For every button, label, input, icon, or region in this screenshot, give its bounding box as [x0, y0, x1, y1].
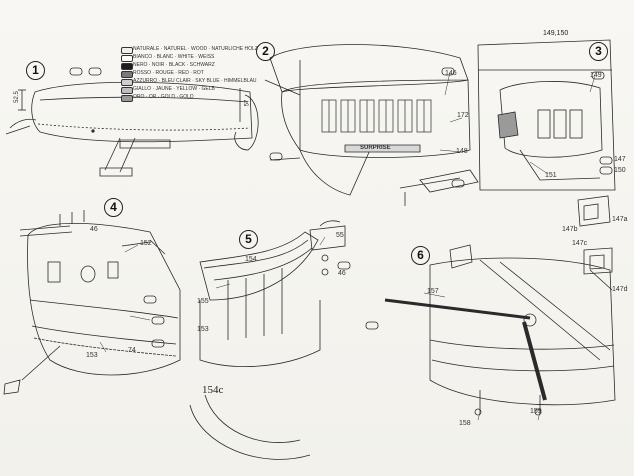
- part-label-148: 148: [456, 148, 468, 155]
- part-label-151: 151: [545, 172, 557, 179]
- part-label-157: 157: [427, 288, 439, 295]
- part-label-147d: 147d: [612, 286, 628, 293]
- legend-swatch: [121, 55, 133, 62]
- page-numbers: 149,150: [543, 30, 569, 37]
- part-label-152: 152: [140, 240, 152, 247]
- legend-swatch: [121, 87, 133, 94]
- legend-row: ORO · OR · GOLD · GOLD: [133, 94, 194, 100]
- legend-swatch: [121, 47, 133, 54]
- legend-row: AZZURRO · BLEU CLAIR · SKY BLUE · HIMMEL…: [133, 78, 257, 84]
- legend-row: GIALLO · JAUNE · YELLOW · GELB: [133, 86, 215, 92]
- legend-row: NATURALE · NATUREL · WOOD · NATURLICHE H…: [133, 46, 258, 52]
- step2-stern-drawing: [264, 44, 479, 206]
- dimension-52-5: 52.5: [13, 91, 20, 103]
- part-label-146: 146: [445, 70, 457, 77]
- step-number-6: 6: [411, 246, 430, 265]
- step-number-2: 2: [256, 42, 275, 61]
- legend-row: BIANCO · BLANC · WHITE · WEISS: [133, 54, 215, 60]
- legend-row: NERO · NOIR · BLACK · SCHWARZ: [133, 62, 215, 68]
- step4-bow-drawing: [3, 210, 181, 395]
- legend-swatch: [121, 71, 133, 78]
- legend-swatch: [121, 63, 133, 70]
- leader-lines: [99, 71, 596, 421]
- part-label-55: 55: [336, 232, 344, 239]
- part-label-150: 150: [614, 167, 626, 174]
- part-label-46: 46: [90, 226, 98, 233]
- part-label-155: 155: [197, 298, 209, 305]
- part-label-147: 147: [614, 156, 626, 163]
- step3-quarter-drawing: [477, 39, 616, 191]
- part-label-46-step5: 46: [338, 270, 346, 277]
- step-number-3: 3: [589, 42, 608, 61]
- figure-caption-154c: 154c: [202, 384, 224, 396]
- step1-hull-drawing: [5, 67, 259, 177]
- part-label-147c: 147c: [572, 240, 588, 247]
- part-label-159: 159: [530, 408, 542, 415]
- legend-row: ROSSO · ROUGE · RED · ROT: [133, 70, 204, 76]
- step-number-1: 1: [26, 61, 45, 80]
- parts-147-drawing: [577, 195, 613, 275]
- step-number-4: 4: [104, 198, 123, 217]
- step6-stern-drawing: [384, 244, 616, 416]
- part-label-172: 172: [457, 112, 469, 119]
- part-label-149: 149: [590, 72, 602, 79]
- part-label-153: 153: [86, 352, 98, 359]
- step5-beakhead-drawing: [189, 220, 379, 460]
- legend-swatch: [121, 79, 133, 86]
- name-plate: SURPRISE: [360, 145, 391, 151]
- part-label-154: 154: [245, 256, 257, 263]
- step-number-5: 5: [239, 230, 258, 249]
- part-label-158: 158: [459, 420, 471, 427]
- part-label-153-step5: 153: [197, 326, 209, 333]
- part-label-147b: 147b: [562, 226, 578, 233]
- part-label-74: 74: [128, 347, 136, 354]
- part-label-147a: 147a: [612, 216, 628, 223]
- legend-swatch: [121, 95, 133, 102]
- dimension-57: 57: [244, 99, 251, 107]
